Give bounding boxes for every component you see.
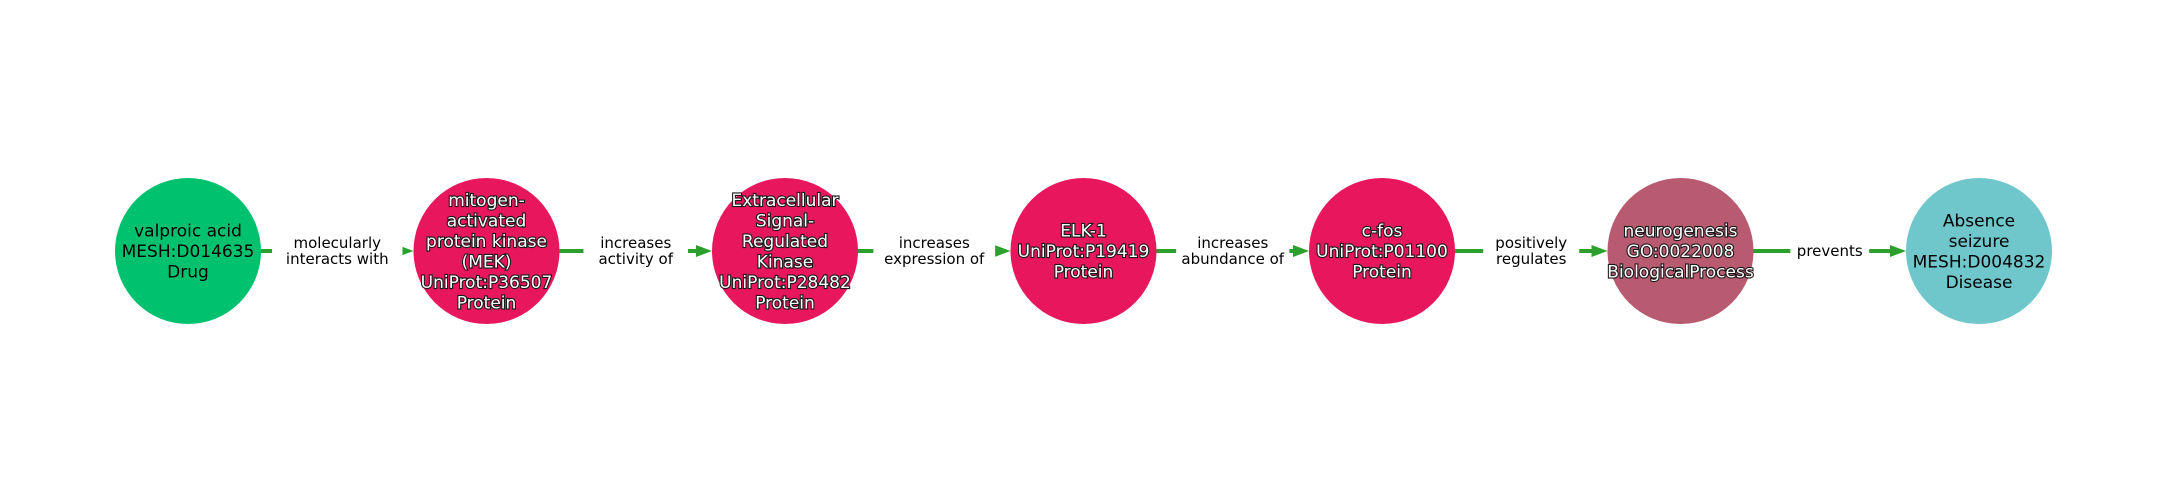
- node-label-line: UniProt:P01100: [1316, 242, 1448, 262]
- edge-n5-n6: prevents: [1753, 240, 1906, 262]
- node-label-line: activated: [447, 211, 527, 231]
- node-label-line: Protein: [1054, 263, 1114, 283]
- node-label-line: valproic acid: [134, 222, 242, 242]
- edge-label-line: expression of: [884, 250, 985, 268]
- node-label-line: mitogen-: [448, 191, 525, 211]
- node-label-line: Protein: [755, 293, 815, 313]
- edge-label-line: activity of: [598, 250, 673, 268]
- node-label-line: Extracellular: [731, 191, 838, 211]
- node-circle[interactable]: [115, 178, 261, 324]
- edge-label-line: regulates: [1496, 250, 1567, 268]
- node-label-line: seizure: [1949, 232, 2010, 252]
- node-label-line: (MEK): [462, 252, 512, 272]
- edge-label-line: increases: [600, 234, 671, 252]
- edge-label: prevents: [1797, 242, 1863, 260]
- node-label-line: Disease: [1946, 273, 2013, 293]
- node-label-line: Drug: [167, 263, 209, 283]
- arrowhead-icon: [1591, 245, 1608, 257]
- edge-label-background: [1790, 240, 1870, 262]
- arrowhead-icon: [994, 245, 1011, 257]
- node-label-line: c-fos: [1362, 222, 1403, 242]
- edge-label-background: [1176, 232, 1290, 270]
- node-label-line: Protein: [1352, 263, 1412, 283]
- edge-label-background: [1483, 232, 1580, 270]
- node-label-line: GO:0022008: [1627, 242, 1735, 262]
- edge-label-line: increases: [1197, 234, 1268, 252]
- edge-label-background: [272, 232, 403, 270]
- edge-label-line: molecularly: [293, 234, 381, 252]
- edge-label-background: [583, 232, 689, 270]
- node-circle[interactable]: [1607, 178, 1754, 324]
- arrowhead-icon: [1293, 245, 1309, 257]
- edge-label-line: abundance of: [1181, 250, 1284, 268]
- node-circle[interactable]: [413, 178, 560, 324]
- node-label-line: Kinase: [757, 252, 813, 272]
- arrowhead-icon: [1890, 245, 1906, 257]
- edge-label-line: increases: [899, 234, 970, 252]
- node-label-line: neurogenesis: [1624, 222, 1738, 242]
- node-label-line: Signal-: [756, 211, 814, 231]
- node-label-line: ELK-1: [1060, 222, 1107, 242]
- node-label-line: UniProt:P36507: [421, 273, 553, 293]
- node-label-line: BiologicalProcess: [1607, 263, 1754, 283]
- node-label-line: MESH:D004832: [1913, 252, 2046, 272]
- node-label-line: UniProt:P28482: [719, 273, 851, 293]
- arrowhead-icon: [696, 245, 712, 257]
- node-label-line: MESH:D014635: [122, 242, 255, 262]
- edge-label-line: positively: [1495, 234, 1567, 252]
- edge-label-line: prevents: [1797, 242, 1863, 260]
- node-label-line: Protein: [457, 293, 517, 313]
- node-label-line: UniProt:P19419: [1018, 242, 1150, 262]
- edge-label-background: [873, 232, 996, 270]
- node-label-line: Absence: [1943, 211, 2015, 231]
- node-circle[interactable]: [712, 178, 858, 324]
- node-circle[interactable]: [1906, 178, 2052, 324]
- node-label-line: Regulated: [742, 232, 828, 252]
- edge-label-line: interacts with: [286, 250, 389, 268]
- node-circle[interactable]: [1010, 178, 1157, 324]
- node-label-line: protein kinase: [426, 232, 547, 252]
- node-circle[interactable]: [1309, 178, 1455, 324]
